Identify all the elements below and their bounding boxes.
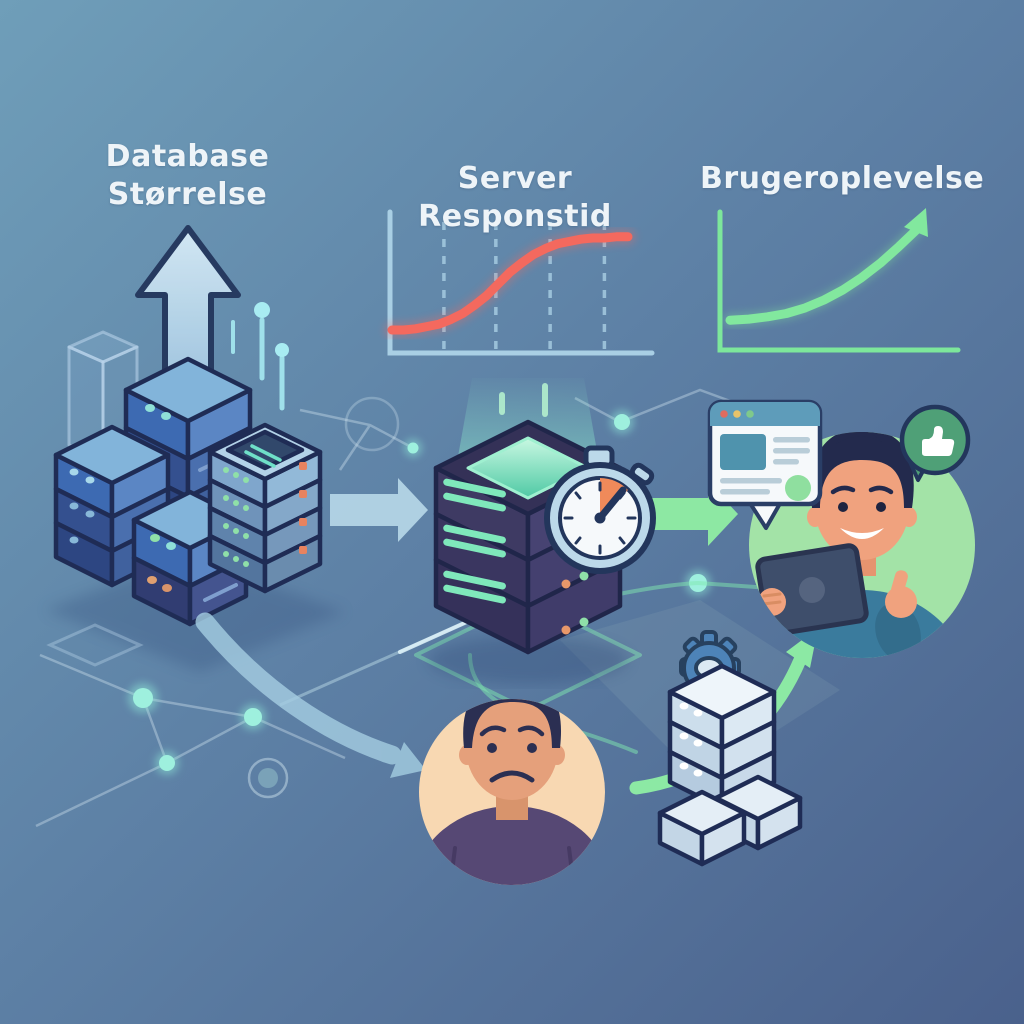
hair (811, 432, 914, 508)
database-cube-left (53, 424, 171, 588)
frown (489, 770, 535, 783)
thumb-glyph (922, 426, 955, 456)
heading-database-line2: Størrelse (107, 177, 268, 212)
face (466, 699, 558, 800)
sleeve (875, 602, 921, 658)
response-time-chart (384, 209, 655, 356)
browser-window-card (707, 399, 823, 530)
optimized-stack-with-gear (657, 630, 803, 867)
thumbnail (720, 434, 766, 470)
circuit-pins-icon (231, 302, 289, 411)
data-cube-left (657, 789, 747, 867)
chart-arrowhead (904, 208, 928, 237)
smile (840, 528, 884, 539)
heading-server-response-time: Server Responstid (418, 161, 612, 234)
arrow-db-to-server (330, 478, 428, 542)
frustrated-user-icon (419, 699, 605, 885)
thumbs-up-bubble-icon (899, 404, 971, 482)
ghost-cube (46, 623, 144, 667)
stopwatch-icon (544, 445, 656, 574)
heading-database-size: Database Størrelse (55, 138, 320, 214)
heading-user-experience: Brugeroplevelse (700, 161, 985, 196)
face (815, 456, 909, 560)
shirt (419, 806, 605, 885)
server-leds (561, 525, 589, 635)
browser-header (710, 402, 820, 426)
database-cluster (45, 225, 345, 672)
user-experience-chart (717, 208, 961, 353)
server-slats (443, 478, 506, 604)
server-rack-icon (207, 422, 323, 594)
heading-database-line1: Database (105, 139, 270, 174)
arrow-db-to-frustrated-user (195, 612, 426, 778)
